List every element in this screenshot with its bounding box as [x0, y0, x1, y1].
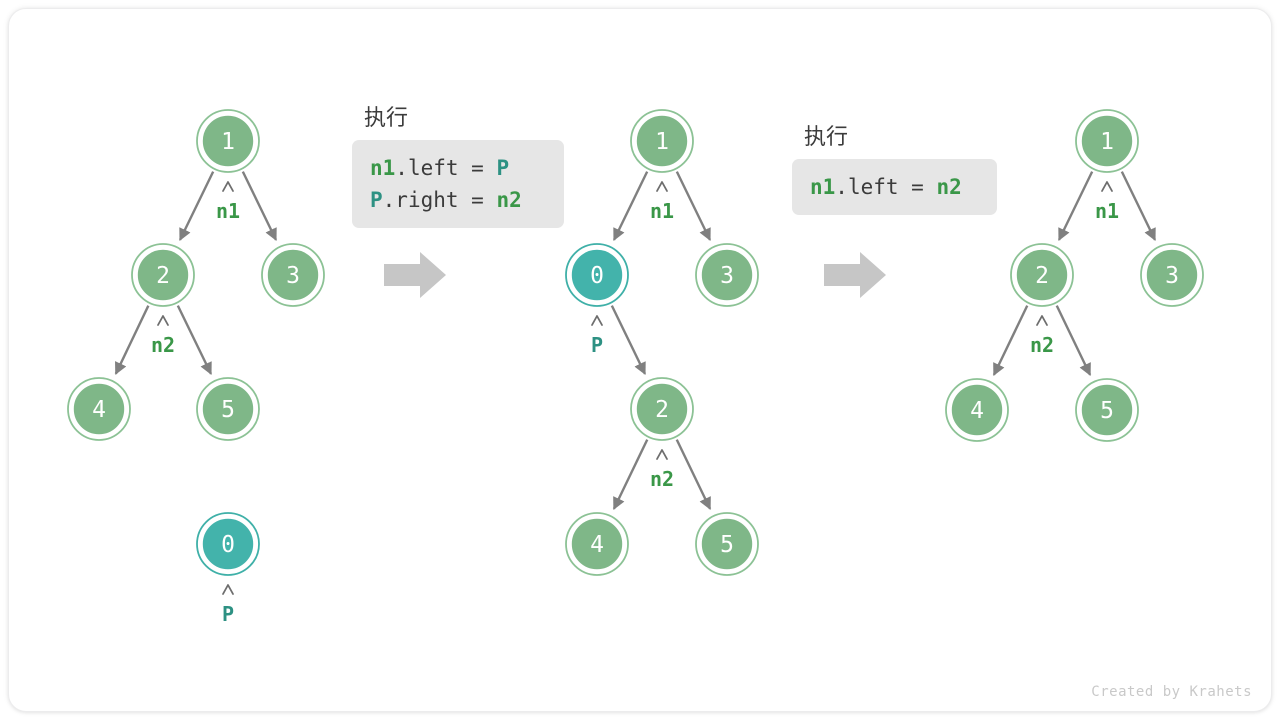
tree-node-value: 3 [720, 263, 734, 289]
tree-node-value: 4 [590, 532, 604, 558]
pointer-n2: n2 [1030, 315, 1054, 357]
tree-node-value: 4 [92, 397, 106, 423]
tree-edge [241, 171, 278, 242]
code-token: n2 [936, 175, 962, 199]
code-token: n1 [370, 156, 396, 180]
code-token: P [370, 188, 383, 212]
pointer-n1: n1 [216, 181, 240, 223]
tree-node-5[interactable]: 5 [196, 377, 260, 441]
tree-node-value: 3 [286, 263, 300, 289]
tree-node-value: 5 [720, 532, 734, 558]
tree-node-value: 2 [156, 263, 170, 289]
tree-node-value: 1 [655, 129, 669, 155]
tree-node-2[interactable]: 2 [131, 243, 195, 307]
tree-edge [675, 171, 712, 242]
code-line: n1.left = P [370, 152, 546, 184]
operation-heading-after-step-2: 执行 [804, 125, 849, 150]
tree-edge [1120, 171, 1157, 242]
tree-node-1[interactable]: 1 [630, 109, 694, 173]
tree-edge [610, 305, 647, 376]
tree-node-0[interactable]: 0 [196, 512, 260, 576]
step-arrow-1 [384, 252, 446, 298]
tree-edge [1057, 171, 1094, 242]
pointer-n2: n2 [650, 449, 674, 491]
tree-edge [176, 305, 213, 376]
tree-edge [612, 171, 649, 242]
tree-node-value: 0 [590, 263, 604, 289]
tree-node-value: 5 [221, 397, 235, 423]
tree-edge [675, 439, 712, 510]
tree-edge [992, 305, 1029, 376]
code-token: n2 [496, 188, 522, 212]
code-line: n1.left = n2 [810, 171, 979, 203]
tree-edge [1055, 305, 1092, 376]
tree-node-0[interactable]: 0 [565, 243, 629, 307]
tree-node-value: 2 [655, 397, 669, 423]
tree-node-value: 3 [1165, 263, 1179, 289]
code-block-after-step-2: n1.left = n2 [792, 159, 997, 215]
pointer-label: n2 [650, 467, 674, 491]
tree-node-value: 5 [1100, 398, 1114, 424]
tree-node-value: 2 [1035, 263, 1049, 289]
tree-node-1[interactable]: 1 [196, 109, 260, 173]
tree-node-4[interactable]: 4 [67, 377, 131, 441]
tree-node-value: 1 [1100, 129, 1114, 155]
tree-node-4[interactable]: 4 [945, 378, 1009, 442]
tree-node-value: 0 [221, 532, 235, 558]
pointer-label: P [222, 602, 234, 626]
tree-node-2[interactable]: 2 [630, 377, 694, 441]
code-line: P.right = n2 [370, 184, 546, 216]
pointer-label: n1 [1095, 199, 1119, 223]
tree-edge [612, 439, 649, 510]
pointer-label: n2 [151, 333, 175, 357]
tree-node-2[interactable]: 2 [1010, 243, 1074, 307]
pointer-label: n2 [1030, 333, 1054, 357]
pointer-label: n1 [216, 199, 240, 223]
pointer-n1: n1 [650, 181, 674, 223]
pointer-n1: n1 [1095, 181, 1119, 223]
tree-node-5[interactable]: 5 [1075, 378, 1139, 442]
tree-node-value: 4 [970, 398, 984, 424]
pointer-p: P [222, 584, 234, 626]
tree-node-value: 1 [221, 129, 235, 155]
tree-node-3[interactable]: 3 [261, 243, 325, 307]
credit-label: Created by Krahets [1091, 684, 1252, 700]
tree-edge [114, 305, 150, 375]
tree-node-1[interactable]: 1 [1075, 109, 1139, 173]
tree-node-5[interactable]: 5 [695, 512, 759, 576]
code-token: .left = [835, 175, 937, 199]
tree-node-4[interactable]: 4 [565, 512, 629, 576]
code-token: n1 [810, 175, 836, 199]
tree-edge [178, 171, 215, 242]
code-token: P [496, 156, 510, 180]
tree-node-3[interactable]: 3 [1140, 243, 1204, 307]
step-arrow-2 [824, 252, 886, 298]
code-token: .left = [395, 156, 497, 180]
code-token: .right = [382, 188, 497, 212]
tree-after-step-2: 1 2 3 4 5 n1 n2 [945, 109, 1204, 442]
tree-node-3[interactable]: 3 [695, 243, 759, 307]
pointer-n2: n2 [151, 315, 175, 357]
pointer-p: P [591, 315, 603, 357]
tree-before: 1 2 3 4 5 0 n1 n2P [67, 109, 325, 626]
pointer-label: P [591, 333, 603, 357]
operation-heading-after-step-1: 执行 [364, 106, 409, 131]
pointer-label: n1 [650, 199, 674, 223]
